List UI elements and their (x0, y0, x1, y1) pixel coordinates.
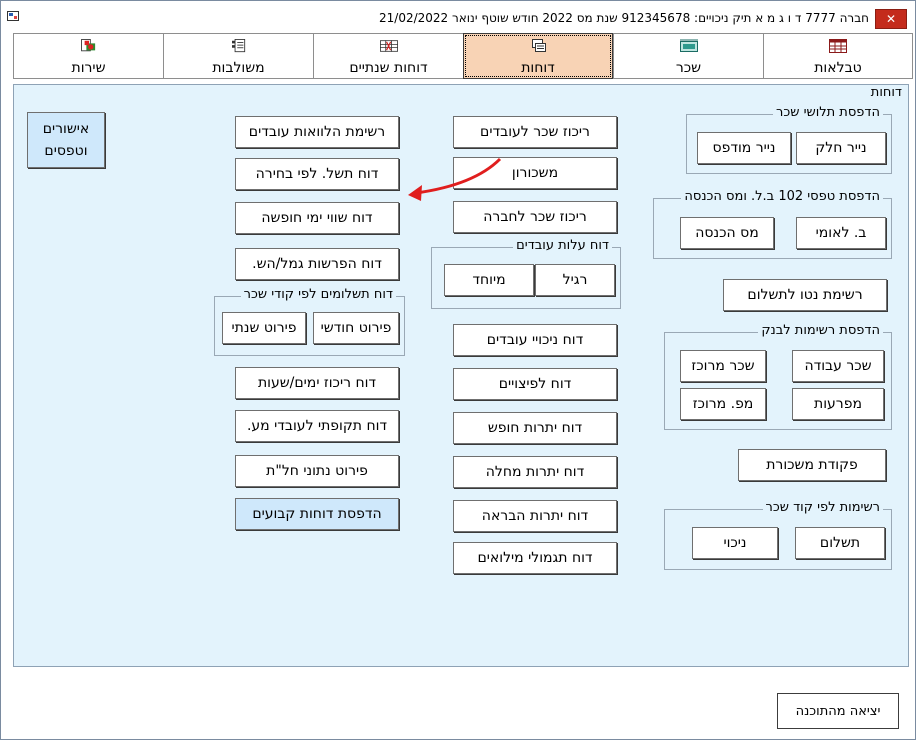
group-label: דוח עלות עובדים (513, 238, 612, 253)
payment-report-by-choice-button[interactable]: דוח תשל. לפי בחירה (235, 158, 399, 190)
approvals-forms-button[interactable]: אישורים וטפסים (27, 112, 105, 168)
tab-service[interactable]: שירות (13, 33, 163, 79)
print-payslips-group: הדפסת תלושי שכר נייר חלק נייר מודפס (686, 105, 892, 174)
net-payment-list-button[interactable]: רשימת נטו לתשלום (723, 279, 887, 311)
close-icon: ✕ (885, 12, 897, 26)
tab-label: דוחות (521, 60, 555, 76)
reports-icon (532, 39, 546, 52)
monthly-detail-button[interactable]: פירוט חודשי (313, 312, 399, 344)
recovery-balance-report-button[interactable]: דוח יתרות הבראה (453, 500, 617, 532)
approvals-line-2: וטפסים (44, 143, 88, 159)
vacation-balance-report-button[interactable]: דוח יתרות חופש (453, 412, 617, 444)
tab-salary[interactable]: שכר (613, 33, 763, 79)
special-cost-button[interactable]: מיוחד (444, 264, 534, 296)
combined-icon (231, 39, 245, 53)
work-salary-button[interactable]: שכר עבודה (792, 350, 884, 382)
title-bar: חברה 7777 ד ו ג מ א תיק ניכויים: 9123456… (1, 1, 915, 31)
employee-salary-summary-button[interactable]: ריכוז שכר לעובדים (453, 116, 617, 148)
close-button[interactable]: ✕ (875, 9, 907, 29)
vacation-value-report-button[interactable]: דוח שווי ימי חופשה (235, 202, 399, 234)
salary-icon (679, 39, 698, 52)
approvals-line-1: אישורים (42, 121, 90, 137)
exit-program-button[interactable]: יציאה מהתוכנה (777, 693, 899, 729)
regular-cost-button[interactable]: רגיל (535, 264, 615, 296)
national-insurance-button[interactable]: ב. לאומי (796, 217, 886, 249)
payslip-button[interactable]: משכורון (453, 157, 617, 189)
centralized-salary-button[interactable]: שכר מרוכז (680, 350, 766, 382)
sick-balance-report-button[interactable]: דוח יתרות מחלה (453, 456, 617, 488)
unpaid-leave-detail-button[interactable]: פירוט נתוני חל"ת (235, 455, 399, 487)
payments-by-code-group: דוח תשלומים לפי קודי שכר פירוט חודשי פיר… (214, 287, 405, 356)
yearly-detail-button[interactable]: פירוט שנתי (222, 312, 306, 344)
tab-annual-reports[interactable]: דוחות שנתיים (313, 33, 463, 79)
app-icon (7, 11, 19, 21)
advances-button[interactable]: מפרעות (792, 388, 884, 420)
tab-label: דוחות שנתיים (349, 60, 428, 76)
tab-label: שכר (675, 60, 702, 76)
income-tax-button[interactable]: מס הכנסה (680, 217, 774, 249)
panel-title: דוחות (870, 85, 902, 100)
tab-reports[interactable]: דוחות (463, 33, 613, 79)
window-title: חברה 7777 ד ו ג מ א תיק ניכויים: 9123456… (379, 11, 869, 25)
table-icon (829, 39, 847, 53)
company-salary-summary-button[interactable]: ריכוז שכר לחברה (453, 201, 617, 233)
deduction-list-button[interactable]: ניכוי (692, 527, 778, 559)
pension-deposits-report-button[interactable]: דוח הפרשות גמל/הש. (235, 248, 399, 280)
periodic-report-button[interactable]: דוח תקופתי לעובדי מע. (235, 410, 399, 442)
tab-label: משולבות (212, 60, 265, 76)
print-form102-group: הדפסת טפסי 102 ב.ל. ומס הכנסה ב. לאומי מ… (653, 189, 892, 259)
group-label: הדפסת תלושי שכר (773, 105, 883, 120)
group-label: הדפסת רשימות לבנק (758, 323, 883, 338)
service-icon (80, 39, 95, 52)
main-tabs: טבלאות שכר דוחות (13, 33, 913, 79)
payment-list-button[interactable]: תשלום (795, 527, 885, 559)
days-hours-summary-button[interactable]: דוח ריכוז ימים/שעות (235, 367, 399, 399)
tab-label: טבלאות (814, 60, 862, 76)
salary-order-button[interactable]: פקודת משכורת (738, 449, 886, 481)
tab-label: שירות (71, 60, 106, 76)
employee-deductions-report-button[interactable]: דוח ניכויי עובדים (453, 324, 617, 356)
print-fixed-reports-button[interactable]: הדפסת דוחות קבועים (235, 498, 399, 530)
reserve-duty-report-button[interactable]: דוח תגמולי מילואים (453, 542, 617, 574)
reports-panel: דוחות אישורים וטפסים רשימת הלוואות עובדי… (13, 84, 909, 667)
centralized-advances-button[interactable]: מפ. מרוכז (680, 388, 766, 420)
tab-tables[interactable]: טבלאות (763, 33, 913, 79)
group-label: הדפסת טפסי 102 ב.ל. ומס הכנסה (681, 189, 883, 204)
severance-report-button[interactable]: דוח לפיצויים (453, 368, 617, 400)
group-label: דוח תשלומים לפי קודי שכר (240, 287, 396, 302)
print-bank-lists-group: הדפסת רשימות לבנק שכר עבודה שכר מרוכז מפ… (664, 323, 892, 430)
employee-cost-group: דוח עלות עובדים רגיל מיוחד (431, 238, 621, 309)
plain-paper-button[interactable]: נייר חלק (796, 132, 886, 164)
printed-paper-button[interactable]: נייר מודפס (697, 132, 791, 164)
lists-by-salary-code-group: רשימות לפי קוד שכר תשלום ניכוי (664, 500, 892, 570)
group-label: רשימות לפי קוד שכר (762, 500, 883, 515)
annual-reports-icon (379, 40, 398, 52)
tab-combined[interactable]: משולבות (163, 33, 313, 79)
employee-loans-list-button[interactable]: רשימת הלוואות עובדים (235, 116, 399, 148)
